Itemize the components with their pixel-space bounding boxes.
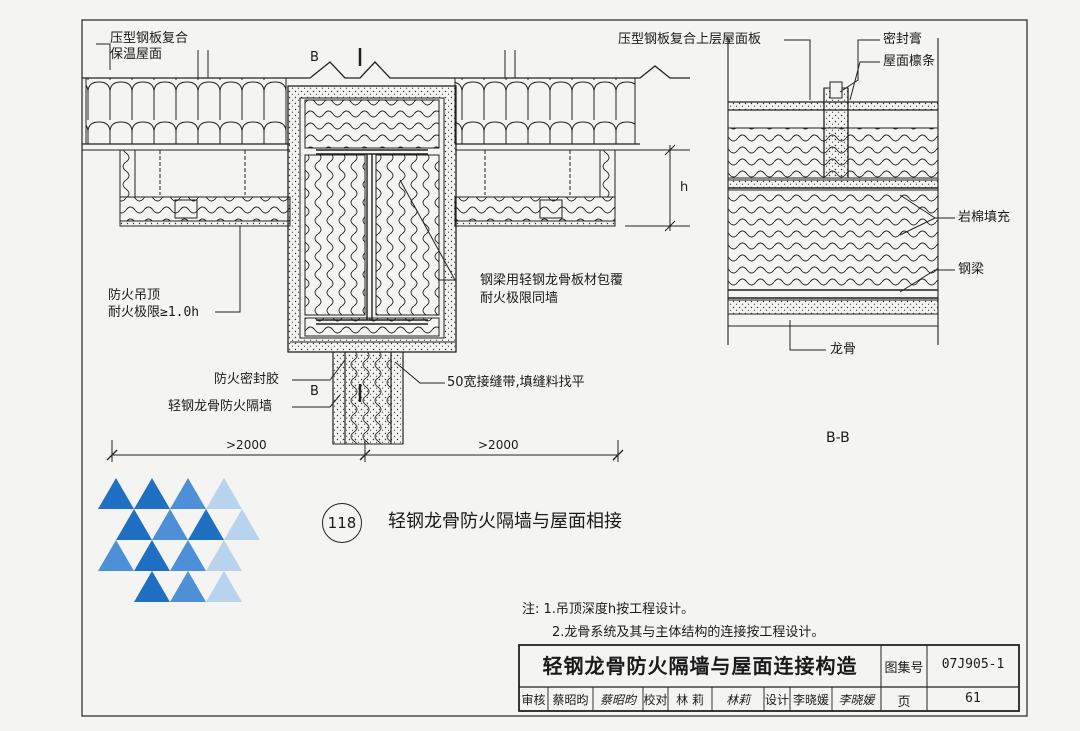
checker-signature: 林莉: [725, 693, 750, 707]
wall-label: 轻钢龙骨防火隔墙: [168, 399, 273, 414]
note-item: 2.龙骨系统及其与主体结构的连接按工程设计。: [552, 625, 825, 640]
beam-cladding-label-line2: 耐火极限同墙: [480, 291, 559, 306]
title-block: 轻钢龙骨防火隔墙与屋面连接构造 图集号 07J905-1 审核 蔡昭昀 蔡昭昀 …: [519, 645, 1019, 711]
section-caption: B-B: [826, 430, 850, 446]
dimension-right: >2000: [478, 438, 519, 452]
sealant-label: 防火密封胶: [214, 372, 280, 387]
checker-name: 林 莉: [676, 693, 704, 707]
logo-triangle: [206, 540, 242, 571]
logo-triangle: [116, 509, 152, 540]
left-detail: [82, 43, 690, 462]
dimension-left: >2000: [226, 438, 267, 452]
atlas-number: 07J905-1: [941, 657, 1005, 672]
title-block-grid: [518, 644, 1020, 712]
steel-beam-label: 钢梁: [958, 262, 985, 277]
section-bb: [727, 38, 955, 351]
logo-triangle: [188, 509, 224, 540]
sealant-paste-label: 密封膏: [883, 32, 923, 47]
depth-h-label: h: [680, 180, 689, 195]
page-label: 页: [897, 695, 911, 710]
figure-number: 118: [322, 503, 362, 543]
section-mark-bottom: B: [310, 384, 319, 399]
publisher-logo: [98, 478, 260, 602]
design-label: 设计: [764, 693, 789, 707]
drawing-title: 轻钢龙骨防火隔墙与屋面连接构造: [542, 654, 858, 678]
logo-triangle: [134, 478, 170, 509]
designer-signature: 李晓媛: [838, 693, 875, 707]
ceiling-label-line2: 耐火极限≥1.0h: [108, 305, 200, 320]
logo-triangle: [134, 571, 170, 602]
rock-wool-label: 岩棉填充: [958, 210, 1011, 225]
note-item: 1.吊顶深度h按工程设计。: [543, 602, 695, 617]
ceiling-label-line1: 防火吊顶: [108, 288, 161, 303]
notes-heading: 注:: [522, 602, 540, 617]
logo-triangle: [170, 540, 206, 571]
sheet-frame: [81, 19, 1028, 717]
roof-label-line2: 保温屋面: [110, 47, 163, 62]
check-label: 校对: [643, 693, 668, 707]
figure-title: 轻钢龙骨防火隔墙与屋面相接: [388, 511, 622, 532]
joint-tape-label: 50宽接缝带,填缝料找平: [447, 375, 585, 390]
notes: 注: 1.吊顶深度h按工程设计。 2.龙骨系统及其与主体结构的连接按工程设计。: [522, 598, 824, 644]
roof-label-line1: 压型钢板复合: [110, 31, 189, 46]
logo-triangle: [206, 571, 242, 602]
page-number: 61: [965, 691, 981, 706]
logo-triangle: [98, 540, 134, 571]
logo-triangle: [152, 509, 188, 540]
purlin-label: 屋面檩条: [883, 54, 936, 69]
review-label: 审核: [521, 693, 546, 707]
section-mark-top: B: [310, 50, 319, 65]
logo-triangle: [98, 478, 134, 509]
logo-triangle: [170, 478, 206, 509]
logo-triangle: [134, 540, 170, 571]
logo-triangle: [224, 509, 260, 540]
logo-triangle: [170, 571, 206, 602]
keel-label: 龙骨: [830, 342, 857, 357]
atlas-label: 图集号: [884, 661, 924, 676]
reviewer-signature: 蔡昭昀: [599, 693, 636, 707]
logo-triangle: [206, 478, 242, 509]
reviewer-name: 蔡昭昀: [552, 693, 589, 707]
designer-name: 李晓媛: [792, 693, 829, 707]
top-panel-label: 压型钢板复合上层屋面板: [618, 32, 762, 47]
beam-cladding-label-line1: 钢梁用轻钢龙骨板材包覆: [480, 273, 624, 288]
